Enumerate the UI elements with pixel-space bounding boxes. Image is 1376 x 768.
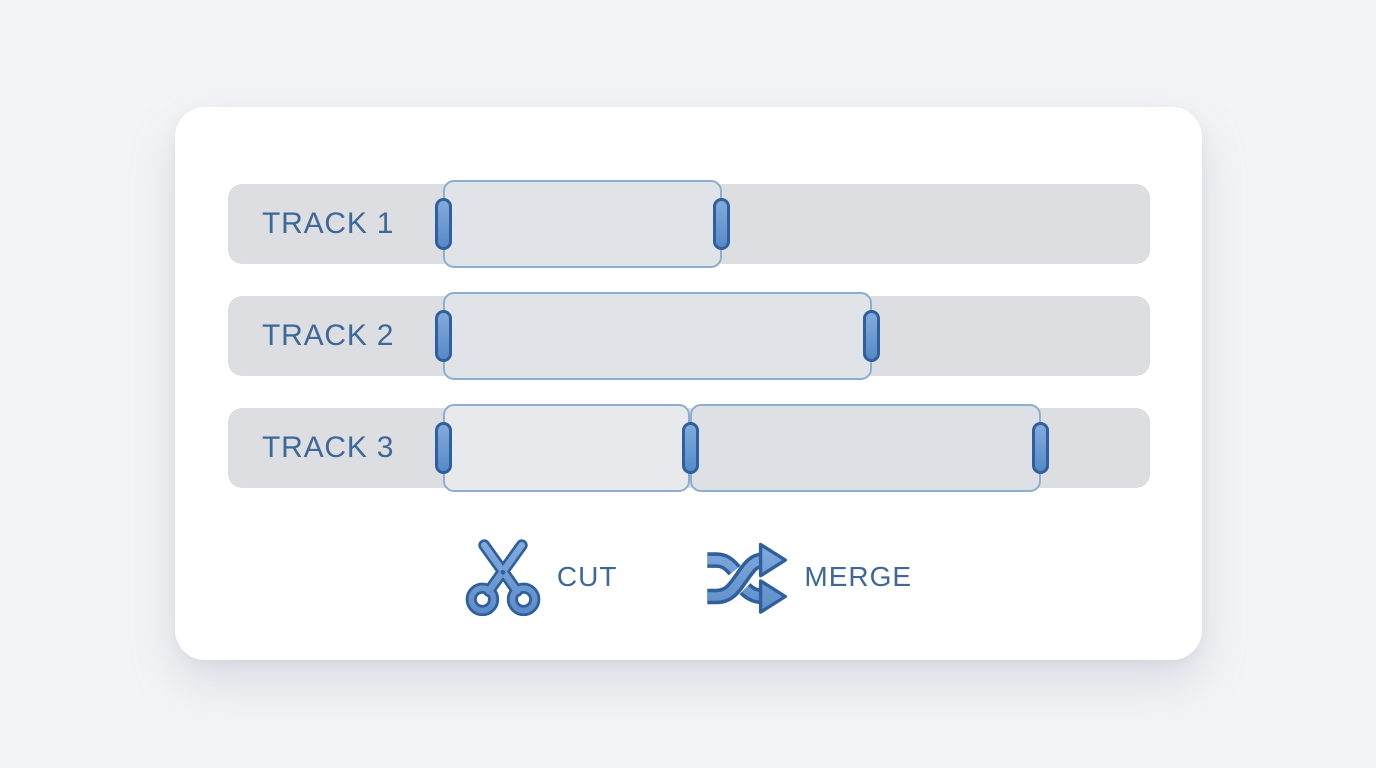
cut-label: CUT (556, 561, 618, 592)
audio-clip[interactable] (435, 404, 690, 492)
editor-card: TRACK 1 TRACK 2 TRACK 3 (175, 107, 1202, 660)
clip-trim-handle-left[interactable] (682, 422, 699, 474)
clip-trim-handle-right[interactable] (713, 198, 730, 250)
merge-arrows-icon (702, 538, 788, 616)
merge-label: MERGE (804, 561, 913, 592)
audio-clip[interactable] (435, 292, 880, 380)
actions-row: CUT (175, 537, 1202, 617)
track-row-3: TRACK 3 (228, 404, 1150, 492)
audio-clip[interactable] (682, 404, 1049, 492)
scissors-icon (465, 537, 541, 617)
track-row-1: TRACK 1 (228, 180, 1150, 268)
track-label: TRACK 1 (262, 207, 395, 240)
track-label: TRACK 3 (262, 431, 395, 464)
clip-trim-handle-right[interactable] (1032, 422, 1049, 474)
cut-button[interactable]: CUT (465, 537, 618, 617)
track-label: TRACK 2 (262, 319, 395, 352)
clip-trim-handle-left[interactable] (435, 310, 452, 362)
clip-trim-handle-left[interactable] (435, 198, 452, 250)
merge-button[interactable]: MERGE (702, 538, 912, 616)
track-row-2: TRACK 2 (228, 292, 1150, 380)
clip-trim-handle-left[interactable] (435, 422, 452, 474)
audio-clip[interactable] (435, 180, 730, 268)
clip-trim-handle-right[interactable] (863, 310, 880, 362)
